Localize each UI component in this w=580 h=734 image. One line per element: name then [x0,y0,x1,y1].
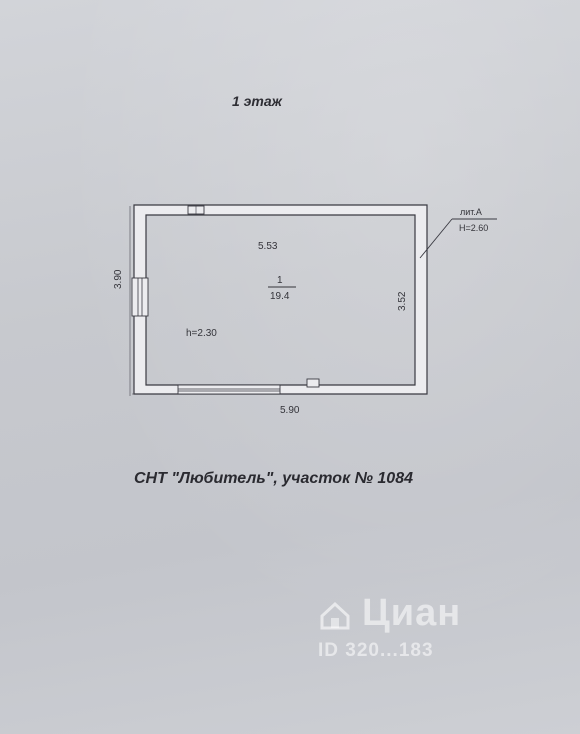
door-bottom [306,378,320,388]
room-area: 19.4 [270,291,290,302]
watermark-id: ID 320...183 [318,640,434,661]
window-bottom [177,384,281,395]
dimension-outer-width: 5.90 [280,405,300,416]
label-leader-line [419,218,453,259]
floor-title: 1 этаж [232,93,282,109]
dimension-inner-length: 3.52 [397,291,408,311]
watermark: Циан ID 320...183 [318,592,518,672]
plot-caption: СНТ "Любитель", участок № 1084 [134,470,413,487]
cian-logo-icon [320,601,350,630]
exterior-walls [133,204,428,395]
dimension-inner-width: 5.53 [258,241,278,252]
room-number: 1 [277,275,283,286]
building-letter: лит.А [460,207,482,217]
watermark-brand: Циан [362,592,462,634]
dimension-outer-length: 3.90 [113,269,124,289]
room-height: h=2.30 [186,328,217,339]
building-height: H=2.60 [459,223,488,233]
window-left [131,277,149,317]
